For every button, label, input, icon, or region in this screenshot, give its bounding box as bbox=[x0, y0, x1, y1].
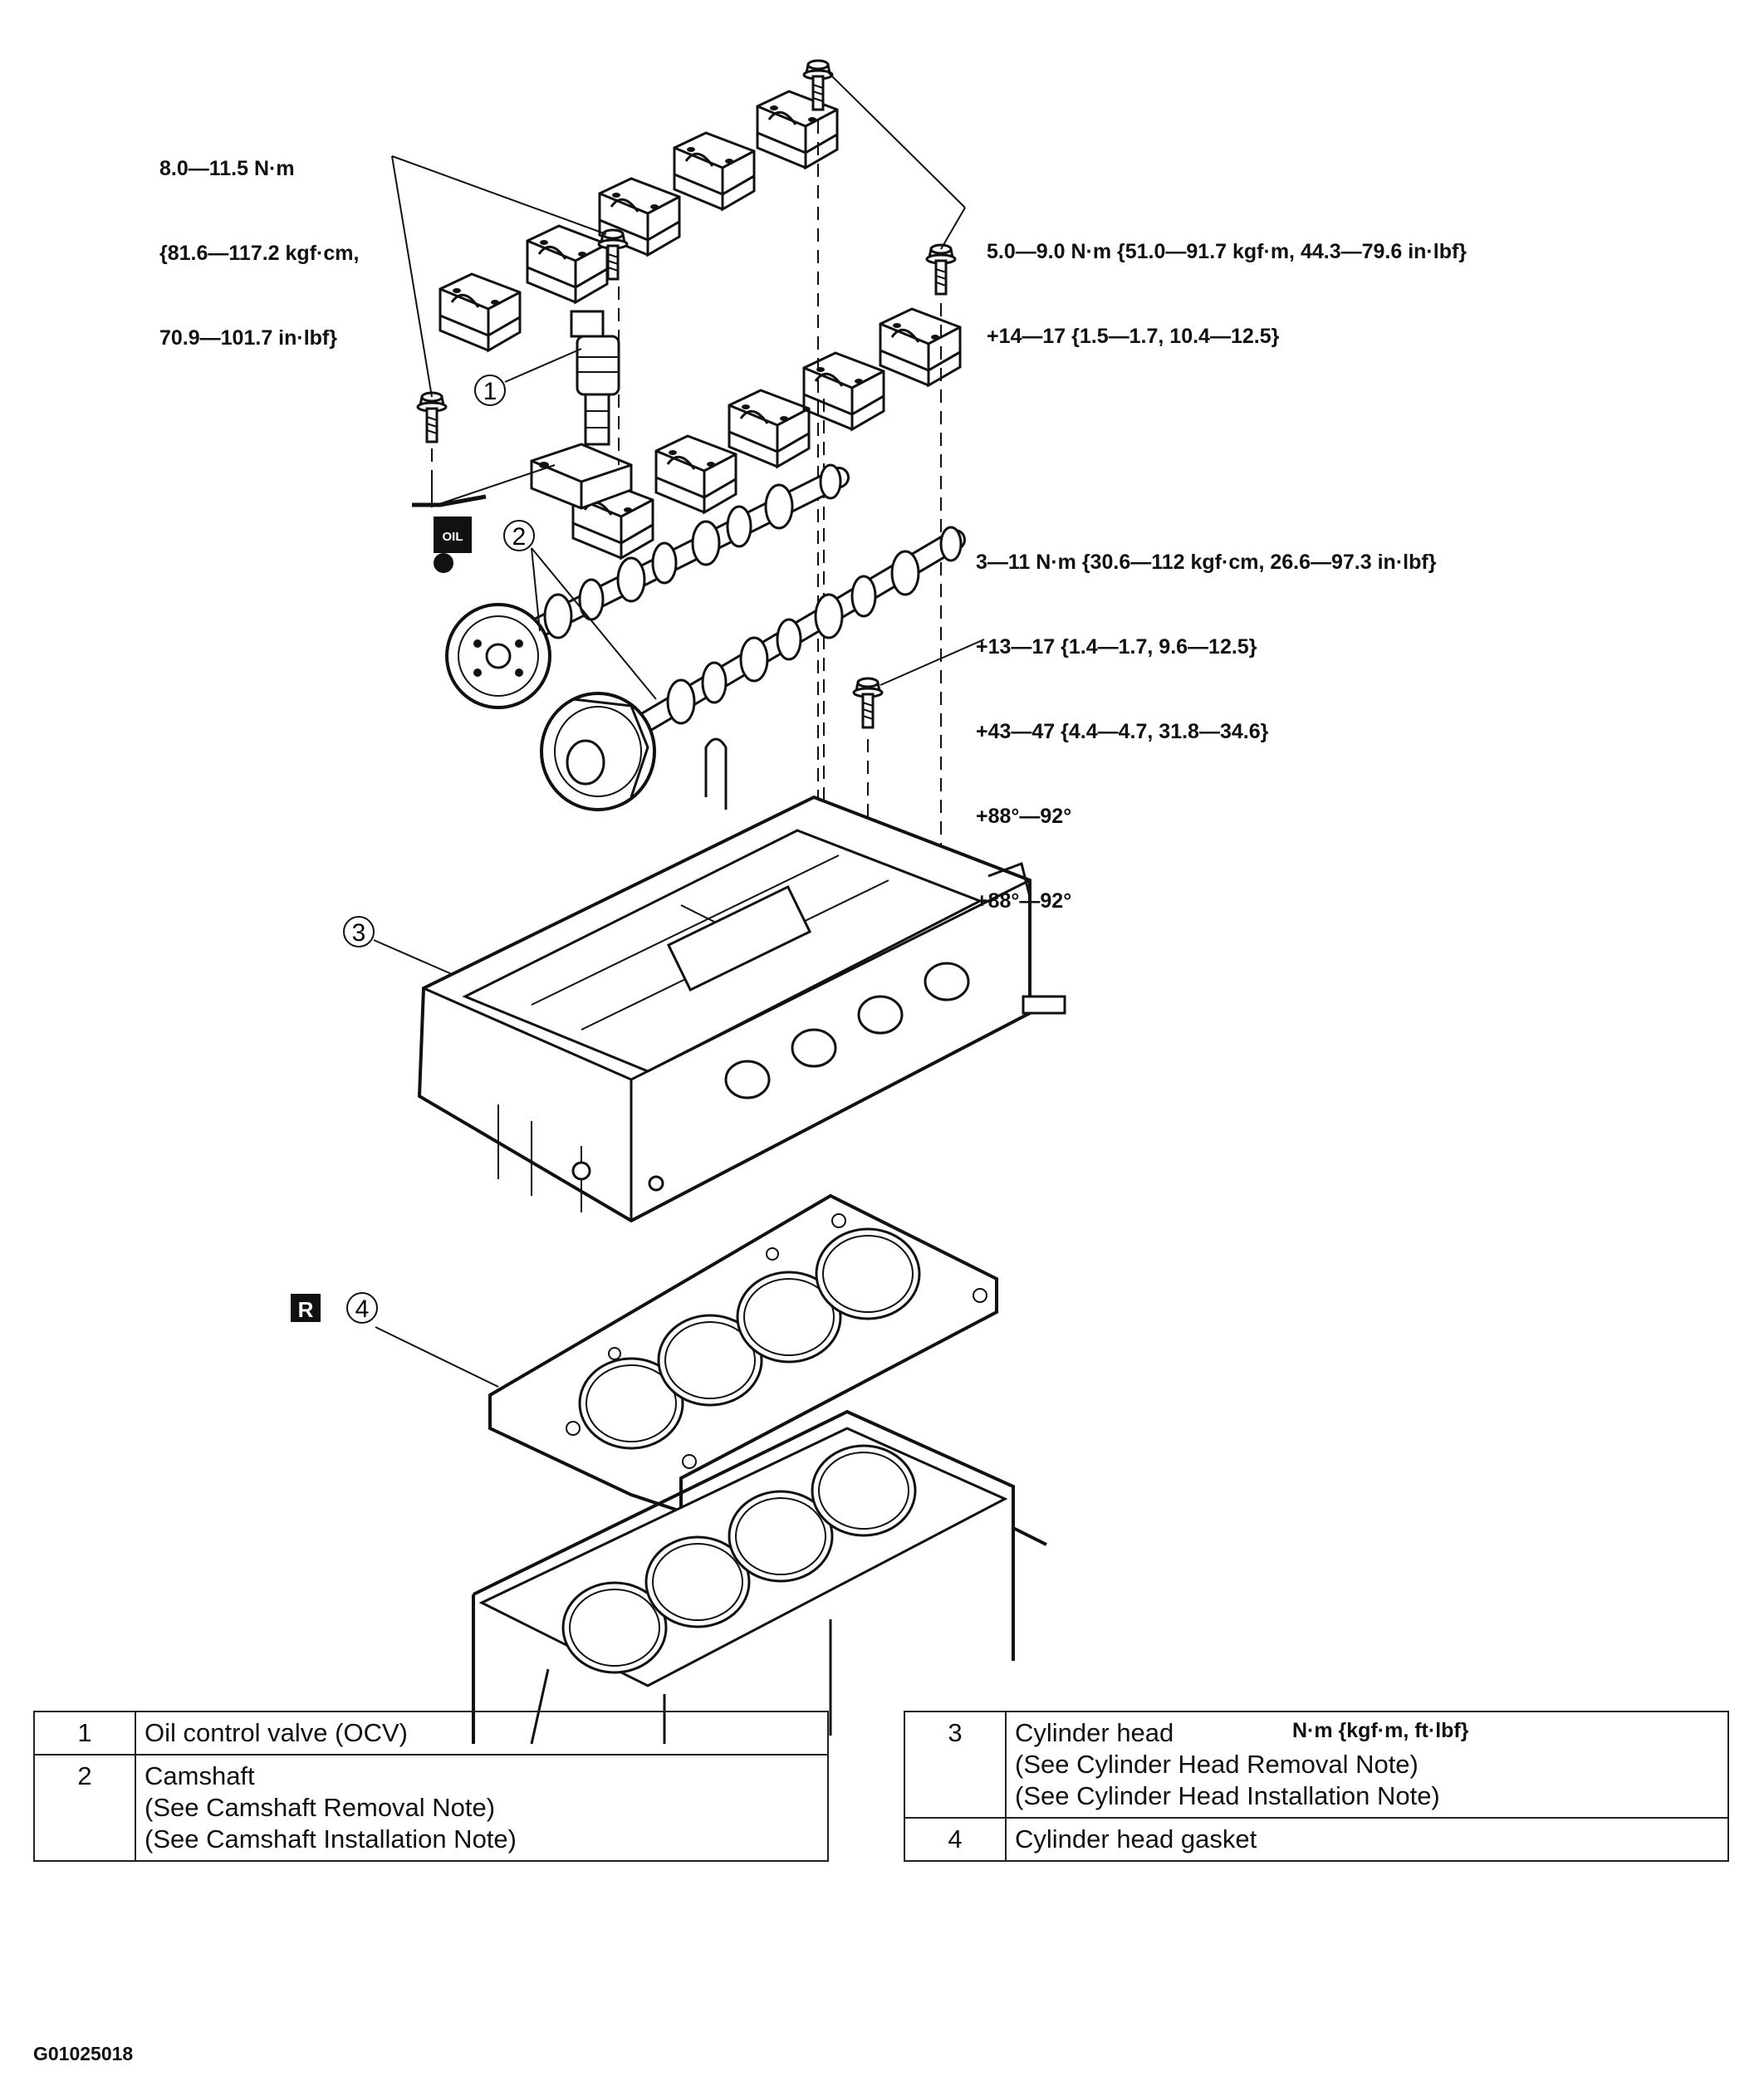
part-number: 4 bbox=[904, 1817, 1007, 1862]
table-row: 3 Cylinder head (See Cylinder Head Remov… bbox=[904, 1711, 1729, 1819]
part-line: Cylinder head bbox=[1015, 1718, 1174, 1747]
part-number: 1 bbox=[33, 1711, 136, 1756]
bearing-cap-lower-5 bbox=[879, 307, 962, 387]
part-line: Oil control valve (OCV) bbox=[145, 1718, 408, 1747]
torque-line: {81.6—117.2 kgf·cm, bbox=[159, 242, 360, 265]
part-line: Cylinder head gasket bbox=[1015, 1824, 1257, 1853]
svg-text:3: 3 bbox=[352, 919, 366, 947]
part-line: (See Cylinder Head Removal Note) bbox=[1015, 1750, 1419, 1779]
part-number: 2 bbox=[33, 1754, 136, 1862]
bearing-cap-lower-4 bbox=[802, 351, 885, 431]
figure-id: G01025018 bbox=[33, 2043, 134, 2064]
part-description: Oil control valve (OCV) bbox=[135, 1711, 829, 1756]
parts-table-left: 1 Oil control valve (OCV) 2 Camshaft (Se… bbox=[33, 1711, 829, 1862]
torque-spec-head-bolt: 3—11 N·m {30.6—112 kgf·cm, 26.6—97.3 in·… bbox=[976, 492, 1436, 943]
leader-lines bbox=[373, 70, 985, 1388]
part-number: 3 bbox=[904, 1711, 1007, 1819]
part-description: Camshaft (See Camshaft Removal Note) (Se… bbox=[135, 1754, 829, 1862]
part-line: (See Cylinder Head Installation Note) bbox=[1015, 1781, 1440, 1810]
oil-badge: OIL bbox=[412, 494, 487, 573]
cap-bolt-c bbox=[925, 243, 957, 296]
torque-line: 5.0—9.0 N·m {51.0—91.7 kgf·m, 44.3—79.6 … bbox=[987, 240, 1468, 263]
torque-line: +14—17 {1.5—1.7, 10.4—12.5} bbox=[987, 325, 1280, 348]
bearing-cap-upper-1 bbox=[439, 272, 522, 352]
table-row: 2 Camshaft (See Camshaft Removal Note) (… bbox=[33, 1754, 829, 1862]
bearing-cap-upper-5 bbox=[756, 90, 839, 169]
ocv-bracket bbox=[530, 443, 633, 510]
svg-text:2: 2 bbox=[512, 523, 527, 551]
table-row: 1 Oil control valve (OCV) bbox=[33, 1711, 829, 1756]
camshaft-exhaust bbox=[445, 463, 850, 709]
bearing-cap-lower-2 bbox=[654, 434, 737, 514]
svg-text:OIL: OIL bbox=[443, 530, 463, 544]
part-line: (See Camshaft Removal Note) bbox=[145, 1793, 496, 1822]
part-description: Cylinder head (See Cylinder Head Removal… bbox=[1005, 1711, 1729, 1819]
exploded-view-diagram: 1 2 3 4 OIL R bbox=[291, 59, 1066, 1745]
torque-line: 3—11 N·m {30.6—112 kgf·cm, 26.6—97.3 in·… bbox=[976, 551, 1437, 574]
svg-text:4: 4 bbox=[355, 1295, 370, 1323]
callout-3: 3 bbox=[343, 916, 375, 948]
replace-badge: R bbox=[291, 1294, 321, 1322]
torque-line: +88°—92° bbox=[976, 889, 1072, 913]
svg-text:1: 1 bbox=[483, 378, 497, 405]
parts-table-right: 3 Cylinder head (See Cylinder Head Remov… bbox=[904, 1711, 1729, 1862]
alignment-lines bbox=[431, 120, 942, 872]
torque-line: +13—17 {1.4—1.7, 9.6—12.5} bbox=[976, 635, 1257, 659]
callout-2: 2 bbox=[503, 520, 535, 551]
bearing-cap-upper-4 bbox=[673, 131, 756, 211]
torque-line: +88°—92° bbox=[976, 805, 1072, 828]
table-row: 4 Cylinder head gasket bbox=[904, 1817, 1729, 1862]
camshaft-intake bbox=[540, 526, 966, 811]
head-bolt bbox=[852, 677, 884, 729]
callout-4: 4 bbox=[346, 1292, 378, 1324]
torque-line: 8.0—11.5 N·m bbox=[159, 157, 295, 180]
part-line: Camshaft bbox=[145, 1761, 255, 1790]
torque-spec-cap-bolt: 5.0—9.0 N·m {51.0—91.7 kgf·m, 44.3—79.6 … bbox=[987, 181, 1467, 379]
torque-line: 70.9—101.7 in·lbf} bbox=[159, 326, 337, 350]
cylinder-head bbox=[417, 737, 1066, 1223]
torque-line: +43—47 {4.4—4.7, 31.8—34.6} bbox=[976, 720, 1269, 743]
bearing-cap-lower-3 bbox=[728, 389, 811, 468]
bearing-cap-upper-2 bbox=[526, 224, 609, 304]
cylinder-head-gasket bbox=[488, 1193, 998, 1514]
part-description: Cylinder head gasket bbox=[1005, 1817, 1729, 1862]
ocv-bolt bbox=[416, 391, 448, 443]
svg-text:R: R bbox=[298, 1297, 314, 1322]
torque-spec-ocv-bolt: 8.0—11.5 N·m {81.6—117.2 kgf·cm, 70.9—10… bbox=[159, 98, 359, 380]
part-line: (See Camshaft Installation Note) bbox=[145, 1824, 517, 1853]
callout-1: 1 bbox=[474, 375, 506, 406]
oil-control-valve bbox=[570, 310, 620, 446]
